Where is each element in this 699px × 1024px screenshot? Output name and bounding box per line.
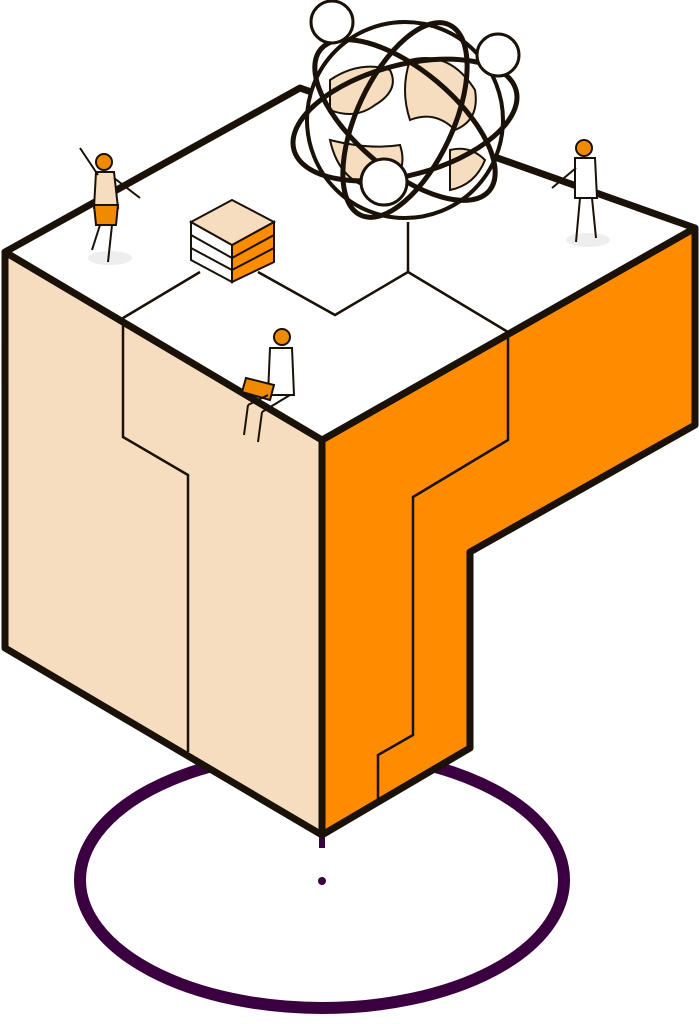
base-center-dot [318,877,326,885]
person-on-phone [551,139,610,247]
server-icon [188,198,277,284]
circuit-lines [121,222,510,800]
globe-icon [290,0,521,220]
cube-top-face [1,84,699,444]
person-sitting-with-laptop [240,328,296,443]
person-waving [79,147,141,265]
